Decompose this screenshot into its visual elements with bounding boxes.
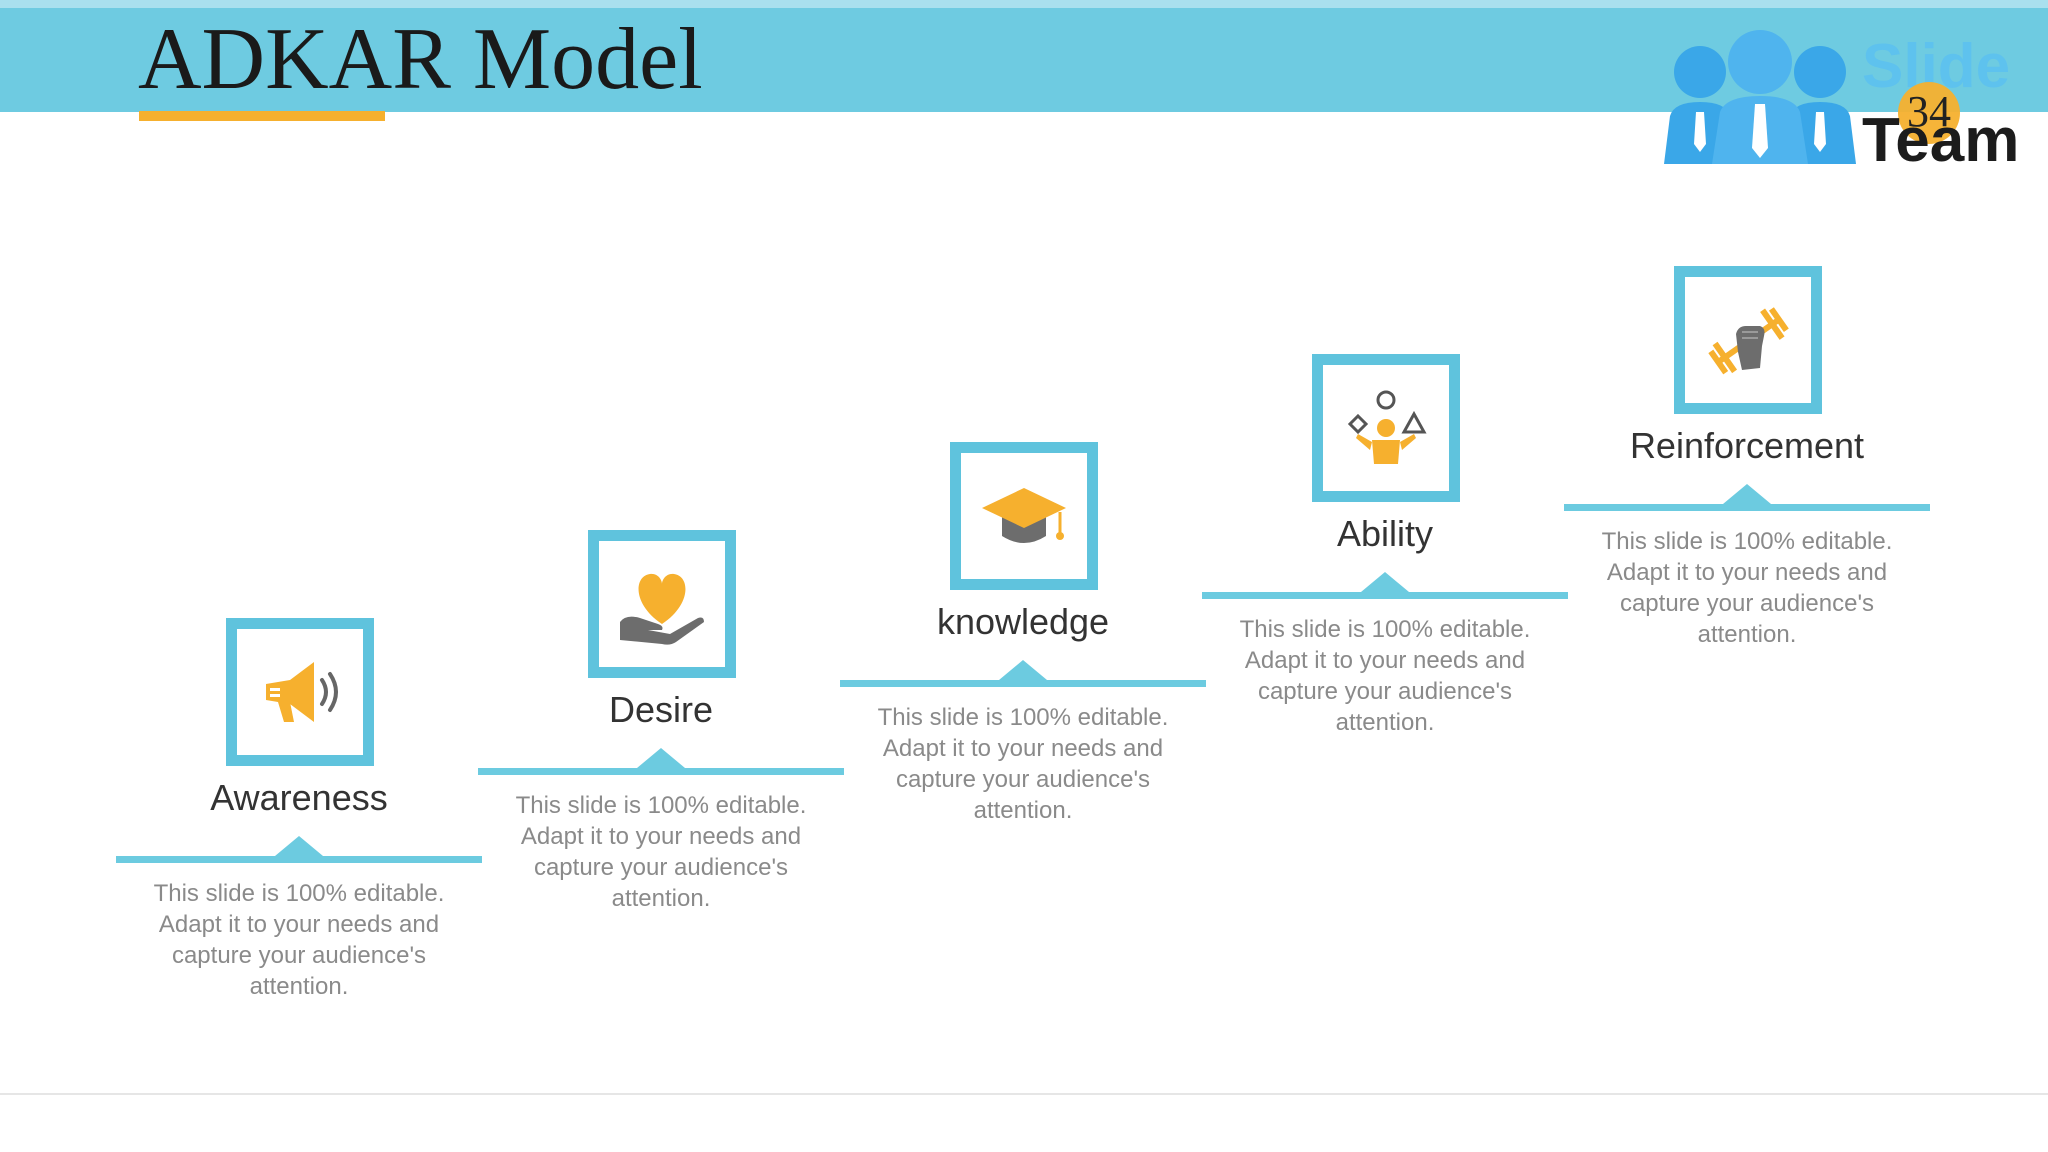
header-top-stripe xyxy=(0,0,2048,8)
step-description: This slide is 100% editable. Adapt it to… xyxy=(877,704,1169,824)
pointer-triangle xyxy=(1361,572,1409,592)
heart-in-hand-icon xyxy=(620,573,704,645)
step-divider xyxy=(1202,592,1568,599)
person-juggling-shapes-icon xyxy=(1347,390,1427,464)
slideteam-logo: Slide 34 Team xyxy=(1660,24,2020,174)
pointer-triangle xyxy=(1723,484,1771,504)
people-with-ties-icon xyxy=(1664,30,1856,164)
footer-divider xyxy=(0,1093,2048,1095)
icon-frame xyxy=(1674,266,1822,414)
title-underline xyxy=(139,111,385,121)
step-description: This slide is 100% editable. Adapt it to… xyxy=(153,880,445,1000)
step-label: knowledge xyxy=(936,601,1110,642)
step-description: This slide is 100% editable. Adapt it to… xyxy=(515,792,807,912)
step-label: Ability xyxy=(1336,513,1434,554)
page-number-badge xyxy=(1898,82,1960,144)
step-label: Desire xyxy=(608,689,714,730)
step-description: This slide is 100% editable. Adapt it to… xyxy=(1601,528,1893,648)
step-divider xyxy=(840,680,1206,687)
slide-title: ADKAR Model xyxy=(138,11,703,108)
step-label: Awareness xyxy=(210,777,388,818)
icon-frame xyxy=(950,442,1098,590)
fist-dumbbell-icon xyxy=(1708,307,1789,375)
icon-frame xyxy=(226,618,374,766)
step-description: This slide is 100% editable. Adapt it to… xyxy=(1239,616,1531,736)
icon-frame xyxy=(1312,354,1460,502)
step-divider xyxy=(478,768,844,775)
pointer-triangle xyxy=(999,660,1047,680)
page-number: 34 xyxy=(1907,87,1951,136)
pointer-triangle xyxy=(275,836,323,856)
pointer-triangle xyxy=(637,748,685,768)
graduation-cap-icon xyxy=(982,488,1066,543)
logo-word-team: Team xyxy=(1862,106,2020,175)
icon-frame xyxy=(588,530,736,678)
step-divider xyxy=(116,856,482,863)
step-label: Reinforcement xyxy=(1629,425,1865,466)
step-divider xyxy=(1564,504,1930,511)
megaphone-icon xyxy=(266,662,338,722)
